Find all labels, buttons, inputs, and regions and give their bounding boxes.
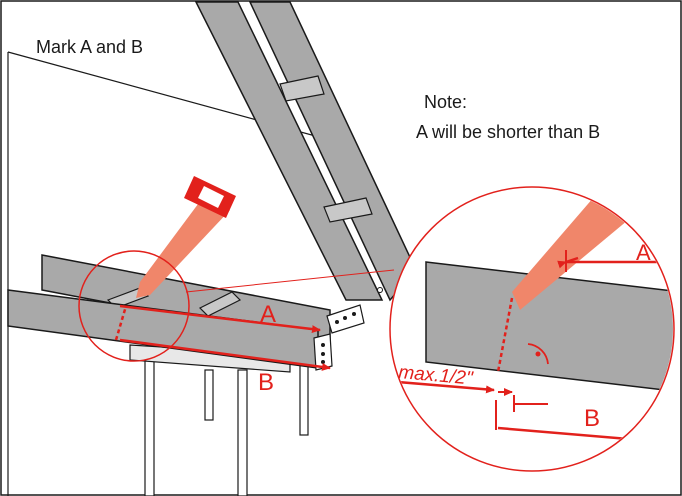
label-b-main: B bbox=[258, 369, 274, 396]
ladder-rung bbox=[323, 197, 373, 223]
instruction-text: Mark A and B bbox=[36, 37, 144, 57]
measure-marks: A B bbox=[114, 301, 331, 396]
focus-circle bbox=[78, 250, 190, 362]
right-angle-icon bbox=[527, 343, 549, 365]
label-a-main: A bbox=[260, 301, 276, 328]
label-b-detail: B bbox=[584, 405, 600, 432]
hand-saw-icon bbox=[512, 190, 640, 310]
label-a-detail: A bbox=[636, 240, 651, 265]
hand-saw-icon bbox=[136, 176, 236, 298]
zoom-connector bbox=[185, 269, 395, 293]
note-body: A will be shorter than B bbox=[416, 122, 601, 142]
ladder-rung bbox=[279, 75, 325, 102]
ladder-bolt bbox=[377, 287, 383, 293]
corner-bracket-icon bbox=[313, 304, 365, 371]
detail-view: A B max.1/2" bbox=[389, 186, 675, 472]
support-posts bbox=[144, 359, 309, 496]
note-title: Note: bbox=[424, 92, 468, 112]
ladder bbox=[194, 1, 417, 302]
